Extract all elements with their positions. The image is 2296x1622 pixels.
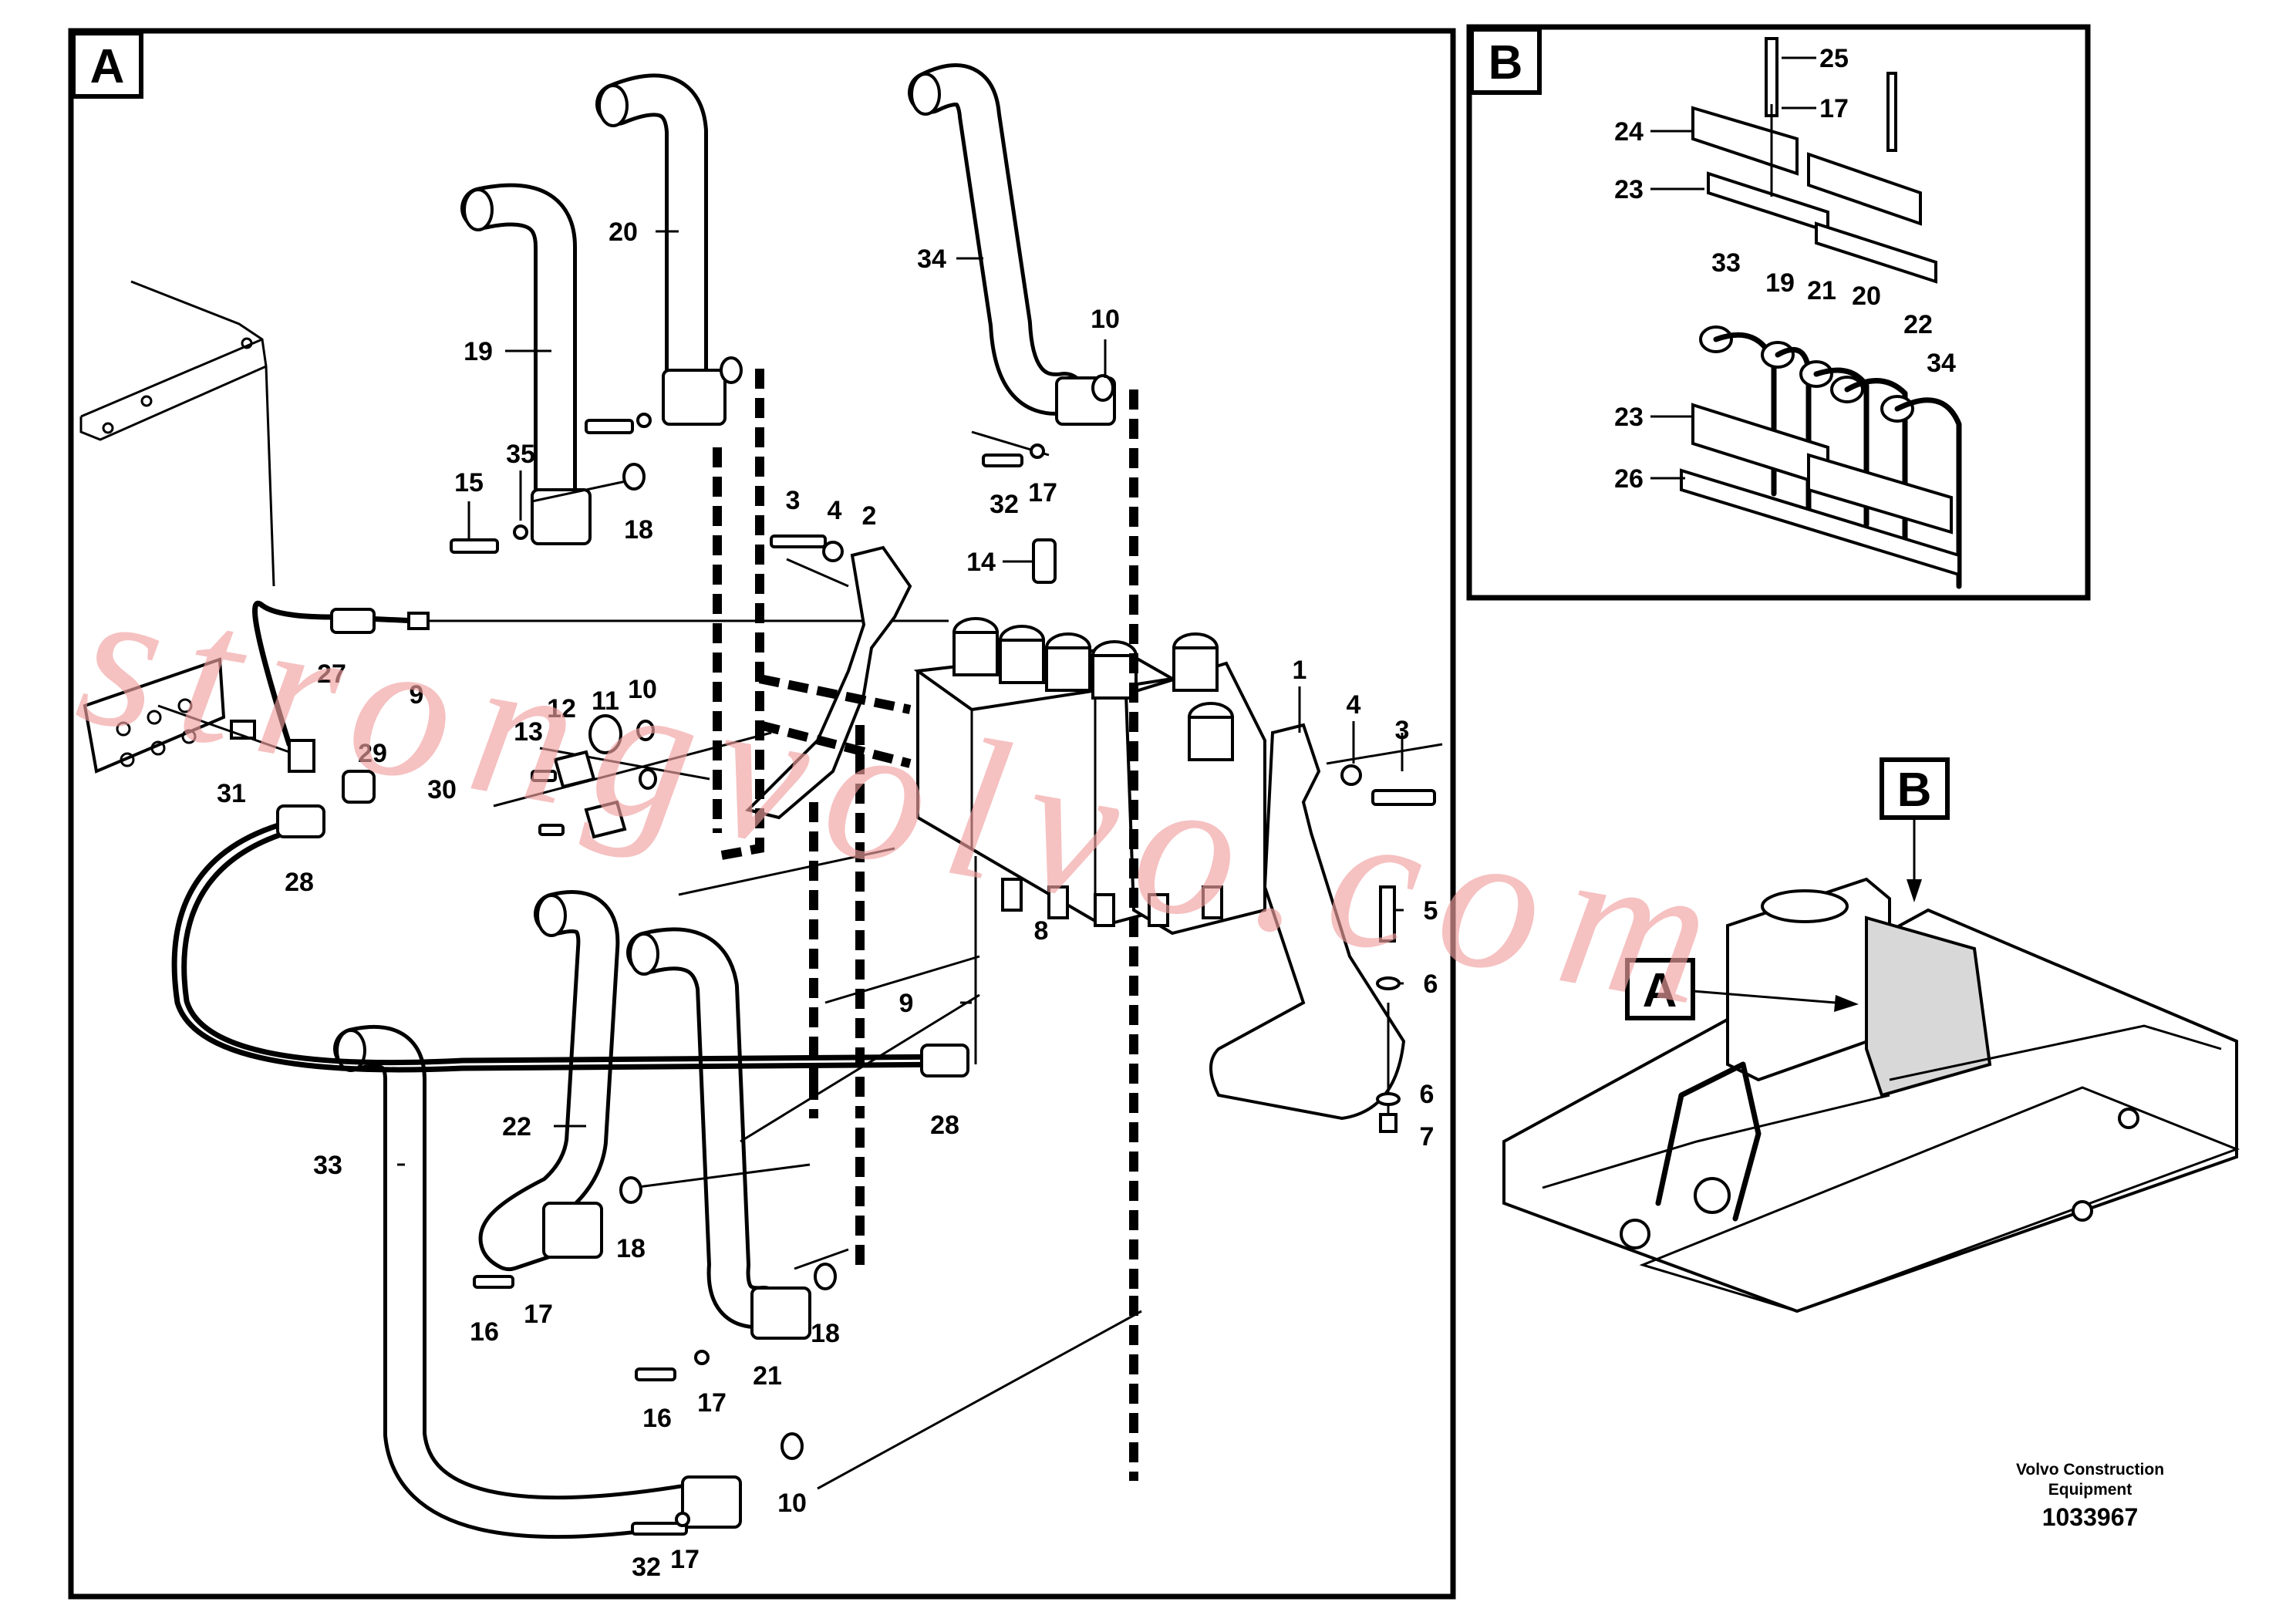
pipe-22 [478, 890, 620, 1271]
callout-9-lower: 9 [899, 989, 914, 1018]
callout-2: 2 [862, 501, 877, 531]
callout-22: 22 [502, 1112, 531, 1141]
view-a-tag-text: A [90, 40, 125, 93]
inset-a-tag [1625, 958, 1695, 1020]
dashed-assembly-lines [713, 369, 1138, 1481]
fasteners [450, 356, 1436, 1536]
callout-10-bottom: 10 [777, 1489, 807, 1518]
callout-18-lower-left: 18 [616, 1234, 646, 1263]
callout-28-right: 28 [930, 1111, 959, 1140]
callout-18: 18 [624, 515, 653, 545]
callout-8: 8 [1034, 916, 1049, 946]
callout-18-lower-right: 18 [811, 1319, 840, 1348]
inset-b-arrow [1907, 879, 1922, 902]
callout-12: 12 [547, 694, 576, 723]
callout-b-23-upper: 23 [1614, 175, 1644, 204]
callout-1: 1 [1293, 656, 1307, 685]
callout-10: 10 [1091, 305, 1120, 334]
thin-assembly-lines [493, 430, 1443, 1490]
inset-b-tag-text: B [1897, 764, 1932, 817]
callout-7: 7 [1420, 1122, 1435, 1152]
leader-lines-b [1650, 56, 1816, 480]
inset-a-arrow [1834, 995, 1859, 1012]
callout-b-23-lower: 23 [1614, 403, 1644, 432]
callout-4: 4 [828, 496, 842, 525]
pipe-33 [333, 1024, 742, 1539]
callout-33: 33 [313, 1151, 342, 1180]
drawing-number: 1033967 [2042, 1503, 2139, 1531]
connector-plate-31 [83, 657, 376, 804]
bracket-1 [1209, 723, 1406, 1121]
callout-17: 17 [1028, 478, 1057, 508]
callout-28-left: 28 [285, 868, 314, 897]
callout-b-33: 33 [1711, 248, 1741, 278]
view-b-tag-text: B [1489, 36, 1523, 89]
callout-17-bottom: 17 [670, 1545, 700, 1574]
control-valve-8 [913, 538, 1266, 936]
callout-16-left: 16 [470, 1317, 499, 1347]
callout-10-mid: 10 [628, 675, 657, 704]
callout-29: 29 [358, 739, 387, 768]
footer-company-line2: Equipment [2048, 1481, 2132, 1499]
callout-32: 32 [990, 490, 1019, 519]
inset-a-leader [1692, 990, 1836, 1004]
callout-19: 19 [464, 337, 493, 366]
view-b-tag [1469, 27, 1542, 95]
callout-30: 30 [427, 775, 457, 804]
callout-b-17: 17 [1819, 94, 1849, 123]
watermark: strongvolvo.com [65, 543, 1748, 1052]
pipe-20 [595, 73, 727, 426]
callout-b-19: 19 [1765, 268, 1795, 298]
callout-6-lower: 6 [1420, 1080, 1435, 1109]
callout-20: 20 [609, 218, 638, 247]
callout-11: 11 [592, 686, 619, 716]
callout-15: 15 [454, 468, 484, 497]
callout-b-25: 25 [1819, 44, 1849, 73]
callouts-a: 20 34 19 10 15 35 18 32 17 3 4 2 14 27 9… [217, 218, 1438, 1582]
callout-b-22: 22 [1903, 310, 1933, 339]
inset-a-tag-text: A [1643, 964, 1677, 1017]
callouts-b: 25 17 24 23 33 19 21 20 22 34 23 26 [1614, 44, 1956, 494]
callout-b-24: 24 [1614, 117, 1644, 147]
machine-overview [1502, 877, 2240, 1313]
callout-6-upper: 6 [1424, 969, 1438, 999]
callout-b-34: 34 [1927, 349, 1956, 378]
bracket-2 [745, 545, 912, 820]
callout-13: 13 [514, 717, 543, 747]
view-b-parts [1680, 37, 1962, 589]
callout-35: 35 [506, 440, 535, 469]
callout-b-26: 26 [1614, 464, 1644, 494]
callout-16-right: 16 [642, 1404, 672, 1433]
callout-31: 31 [217, 779, 246, 808]
callout-34: 34 [917, 244, 946, 274]
tank-outline [79, 280, 275, 587]
callout-17-left: 17 [524, 1300, 553, 1329]
callout-4-right: 4 [1347, 690, 1361, 720]
leader-lines-a [397, 230, 1404, 1166]
hose-28 [171, 804, 969, 1077]
callout-17-right: 17 [697, 1388, 727, 1418]
callout-14: 14 [966, 548, 996, 577]
callout-b-20: 20 [1852, 282, 1881, 311]
callout-32-bottom: 32 [632, 1553, 661, 1582]
callout-b-21: 21 [1807, 276, 1836, 305]
callout-27: 27 [317, 659, 346, 689]
pipe-21 [626, 927, 811, 1340]
pipe-19 [460, 183, 592, 545]
callout-3-right: 3 [1395, 716, 1410, 745]
view-b-frame [1466, 24, 2091, 601]
callout-9-upper: 9 [410, 680, 424, 710]
pipe-34 [908, 63, 1116, 426]
callout-21: 21 [753, 1361, 782, 1391]
footer-company-line1: Volvo Construction [2016, 1461, 2164, 1479]
view-a-frame [68, 28, 1456, 1600]
callout-3: 3 [786, 486, 801, 515]
view-a-tag [71, 31, 143, 99]
callout-5: 5 [1424, 896, 1438, 926]
